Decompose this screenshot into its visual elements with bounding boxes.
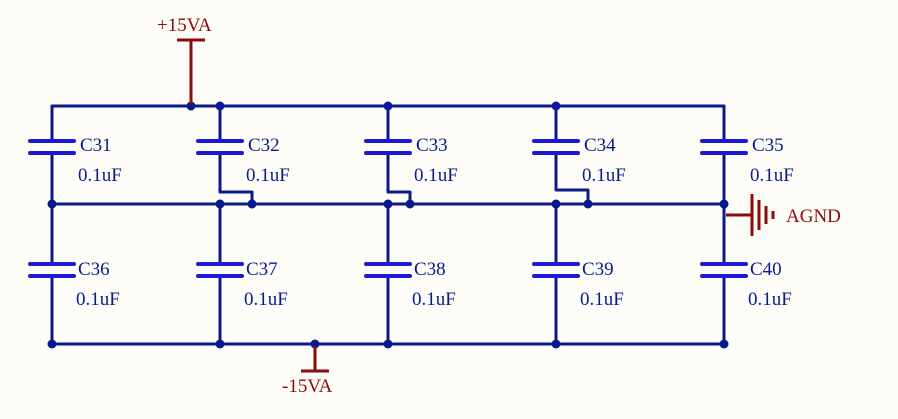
capacitor-c36 <box>28 262 76 278</box>
c39-ref: C39 <box>582 259 614 280</box>
capacitor-c40 <box>700 262 748 278</box>
capacitor-c33 <box>364 139 412 155</box>
c34-value: 0.1uF <box>582 165 626 186</box>
c38-value: 0.1uF <box>412 289 456 310</box>
capacitor-c39 <box>532 262 580 278</box>
c31-value: 0.1uF <box>78 165 122 186</box>
neg-power-label: -15VA <box>282 376 333 397</box>
pos-power-label: +15VA <box>157 15 212 36</box>
capacitor-c37 <box>196 262 244 278</box>
c33-value: 0.1uF <box>414 165 458 186</box>
capacitor-c32 <box>196 139 244 155</box>
c32-ref: C32 <box>248 135 280 156</box>
capacitor-c38 <box>364 262 412 278</box>
ground-icon <box>726 194 775 236</box>
c36-ref: C36 <box>78 259 110 280</box>
c31-ref: C31 <box>80 135 112 156</box>
c35-value: 0.1uF <box>750 165 794 186</box>
c36-value: 0.1uF <box>76 289 120 310</box>
c40-ref: C40 <box>750 259 782 280</box>
capacitor-c35 <box>700 139 748 155</box>
ground-label: AGND <box>786 206 841 227</box>
c33-ref: C33 <box>416 135 448 156</box>
neg-power-port <box>301 346 329 373</box>
capacitor-c31 <box>28 139 76 155</box>
c34-ref: C34 <box>584 135 616 156</box>
junction-dots <box>47 101 729 349</box>
pos-power-port <box>177 38 205 104</box>
capacitor-c34 <box>532 139 580 155</box>
c35-ref: C35 <box>752 135 784 156</box>
c37-value: 0.1uF <box>244 289 288 310</box>
c39-value: 0.1uF <box>580 289 624 310</box>
c32-value: 0.1uF <box>246 165 290 186</box>
c40-value: 0.1uF <box>748 289 792 310</box>
c38-ref: C38 <box>414 259 446 280</box>
c37-ref: C37 <box>246 259 278 280</box>
